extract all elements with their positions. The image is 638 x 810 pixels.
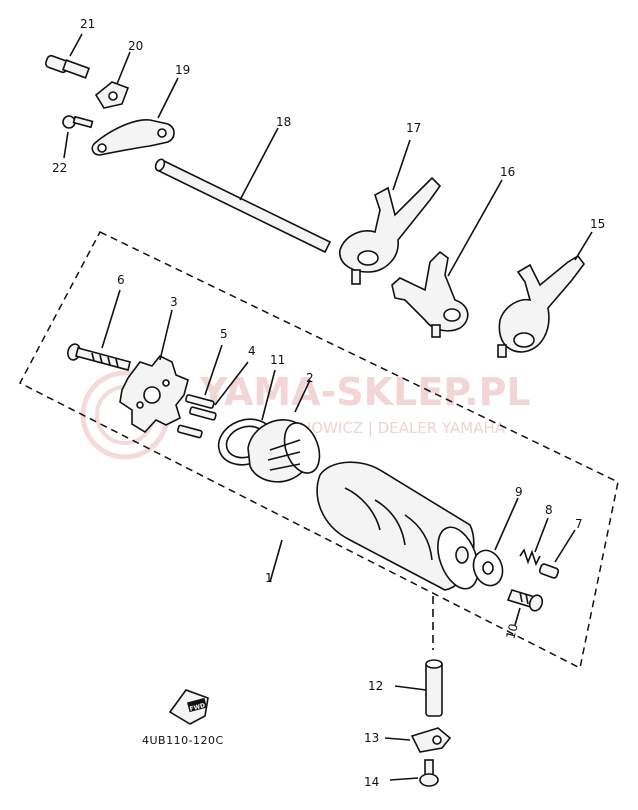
- watermark-subtitle: HOWICZ | DEALER YAMAHA: [300, 419, 506, 437]
- part-12-pin: [394, 659, 443, 717]
- label-15: 15: [590, 217, 605, 231]
- label-13: 13: [364, 731, 379, 745]
- part-18-shaft: [154, 127, 332, 254]
- label-5: 5: [220, 327, 228, 341]
- label-12: 12: [368, 679, 383, 693]
- fwd-label: FWD: [189, 702, 206, 713]
- part-13-plate: [384, 727, 452, 753]
- label-2: 2: [306, 371, 314, 385]
- label-9: 9: [515, 485, 523, 499]
- label-18: 18: [276, 115, 291, 129]
- part-1-shift-drum: [269, 461, 479, 591]
- part-3-segment: [119, 309, 189, 434]
- label-3: 3: [170, 295, 178, 309]
- part-16-fork: [391, 179, 503, 338]
- label-17: 17: [406, 121, 421, 135]
- part-10-bolt: [506, 589, 544, 626]
- part-6-screw: [67, 289, 131, 371]
- label-8: 8: [545, 503, 553, 517]
- label-10: 10: [503, 622, 520, 640]
- label-21: 21: [80, 17, 95, 31]
- part-17-fork: [339, 139, 442, 285]
- label-22: 22: [52, 161, 67, 175]
- part-4-pins: [177, 361, 249, 439]
- label-7: 7: [575, 517, 583, 531]
- label-16: 16: [500, 165, 515, 179]
- label-19: 19: [175, 63, 190, 77]
- label-11: 11: [270, 353, 285, 367]
- label-4: 4: [248, 344, 256, 358]
- watermark: YAMA-SKLEP.PL HOWICZ | DEALER YAMAHA: [80, 370, 531, 460]
- part-14-screw: [389, 759, 439, 787]
- watermark-title: YAMA-SKLEP.PL: [199, 370, 531, 414]
- part-9-washer: [472, 497, 519, 587]
- part-20-plate: [94, 51, 131, 109]
- part-2-bearing: [247, 379, 321, 483]
- part-15-fork: [497, 231, 593, 358]
- part-19-lever: [91, 77, 179, 156]
- part-22-screw: [62, 115, 94, 159]
- part-7-plunger: [538, 529, 576, 579]
- label-6: 6: [117, 273, 125, 287]
- label-1: 1: [265, 571, 273, 585]
- part-8-spring: [519, 517, 549, 567]
- part-5-pins: [185, 344, 223, 421]
- label-20: 20: [128, 39, 143, 53]
- drawing-code: 4UB110-120C: [142, 734, 224, 747]
- label-14: 14: [364, 775, 379, 789]
- part-21-bolt: [44, 33, 91, 79]
- fwd-direction-tag: FWD: [168, 689, 209, 725]
